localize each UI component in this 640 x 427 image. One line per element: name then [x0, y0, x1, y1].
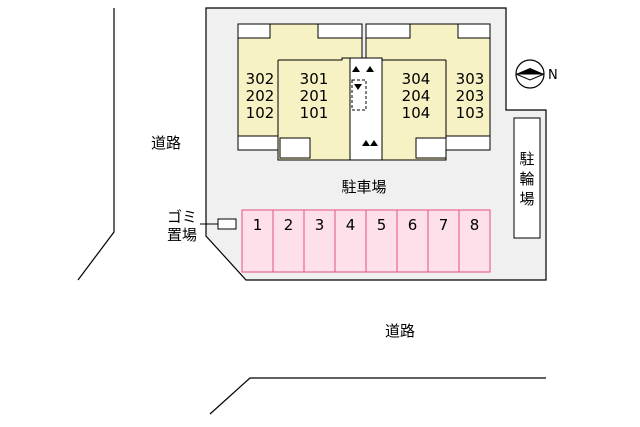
stair-box [351, 79, 367, 111]
unit-labels: 302 202 102 301 201 101 304 204 104 303 … [246, 70, 485, 122]
bicycle-parking-char-2: 輪 [519, 170, 534, 188]
arrow-up-icon-2 [366, 66, 374, 72]
right-top-balcony-2 [457, 23, 491, 39]
left-top-balcony [237, 23, 271, 39]
parking-slot-number-1: 1 [253, 216, 263, 234]
parking-slot-1 [241, 209, 274, 273]
center-stairs [349, 57, 383, 161]
arrow-up-icon-3 [362, 140, 370, 146]
parking-slot-number-2: 2 [284, 216, 294, 234]
road-label-left: 道路 [151, 134, 181, 152]
parking-slot-2 [272, 209, 305, 273]
left-bottom-entry-2 [279, 137, 311, 159]
unit-304: 304 [402, 70, 431, 88]
left-bottom-entry [237, 135, 279, 151]
garbage-label-line2: 置場 [167, 226, 197, 244]
parking-slot-number-8: 8 [470, 216, 480, 234]
arrow-up-icon-4 [370, 140, 378, 146]
parking-slot-3 [303, 209, 336, 273]
parking-lot-label: 駐車場 [341, 178, 386, 196]
bicycle-parking-char-3: 場 [519, 190, 534, 208]
building-right [365, 23, 491, 161]
road-lines [77, 8, 546, 415]
left-top-balcony-2 [317, 23, 363, 39]
parking-slot-8 [458, 209, 491, 273]
building-left [237, 23, 363, 161]
unit-101: 101 [300, 104, 329, 122]
north-letter: N [548, 68, 558, 83]
bicycle-parking-box [513, 117, 541, 239]
right-bottom-entry [415, 137, 447, 159]
arrow-up-icon [352, 66, 360, 72]
unit-204: 204 [402, 87, 431, 105]
unit-301: 301 [300, 70, 329, 88]
left-road-edge [77, 8, 115, 281]
parking-slot-7 [427, 209, 460, 273]
north-compass: N [515, 59, 558, 89]
bicycle-parking-char-1: 駐 [519, 150, 534, 168]
unit-201: 201 [300, 87, 329, 105]
garbage-area: ゴミ 置場 [167, 208, 237, 244]
compass-needle-lower [515, 73, 545, 81]
bicycle-parking: 駐 輪 場 [513, 117, 541, 239]
compass-needle [516, 68, 544, 74]
unit-103: 103 [456, 104, 485, 122]
right-top-balcony [365, 23, 411, 39]
parking-slots: 1 2 3 4 5 6 7 8 [241, 209, 491, 273]
unit-302: 302 [246, 70, 275, 88]
road-label-bottom: 道路 [385, 322, 415, 340]
parking-slot-number-4: 4 [346, 216, 356, 234]
unit-102: 102 [246, 104, 275, 122]
garbage-box [217, 218, 237, 230]
unit-203: 203 [456, 87, 485, 105]
bottom-road-edge [209, 377, 546, 415]
parking-slot-5 [365, 209, 398, 273]
unit-303: 303 [456, 70, 485, 88]
arrow-down-icon [354, 84, 362, 90]
right-bottom-entry-2 [445, 135, 491, 151]
garbage-label-line1: ゴミ [167, 208, 197, 226]
parking-slot-6 [396, 209, 429, 273]
parking-slot-number-5: 5 [377, 216, 387, 234]
parking-slot-4 [334, 209, 367, 273]
parking-slot-number-7: 7 [439, 216, 449, 234]
unit-202: 202 [246, 87, 275, 105]
parking-slot-number-6: 6 [408, 216, 418, 234]
unit-104: 104 [402, 104, 431, 122]
parking-slot-number-3: 3 [315, 216, 325, 234]
